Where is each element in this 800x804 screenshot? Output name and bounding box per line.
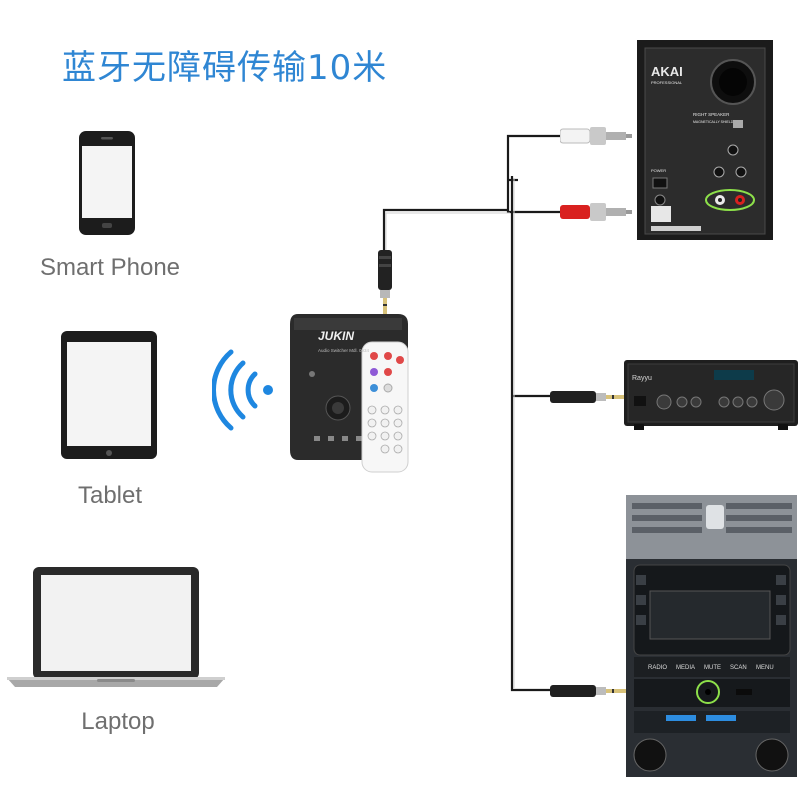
car-button-scan: SCAN bbox=[730, 665, 747, 671]
amplifier-audio-jack bbox=[550, 388, 628, 406]
speaker-panel-sub: MAGNETICALLY SHIELDED bbox=[693, 120, 739, 124]
car-button-media: MEDIA bbox=[676, 665, 695, 671]
receiver-model: Audio Switcher Mdl. 0934 bbox=[318, 348, 370, 353]
tablet-image bbox=[60, 330, 158, 460]
speaker-brand-sub: PROFESSIONAL bbox=[651, 80, 683, 85]
car-button-mute: MUTE bbox=[704, 665, 721, 671]
rca-red-plug bbox=[560, 199, 632, 225]
speaker-brand: AKAI bbox=[651, 64, 683, 79]
smartphone-image bbox=[78, 130, 136, 236]
amplifier-brand: Rayyu bbox=[632, 375, 652, 382]
receiver-brand: JUKIN bbox=[318, 329, 354, 343]
speaker-image: AKAI PROFESSIONAL RIGHT SPEAKER MAGNETIC… bbox=[637, 40, 773, 240]
car-audio-jack bbox=[550, 682, 628, 700]
rca-white-plug bbox=[559, 123, 632, 149]
wireless-signal-icon bbox=[211, 348, 276, 432]
headline: 蓝牙无障碍传输10米 bbox=[62, 48, 388, 88]
speaker-power-label: POWER bbox=[651, 168, 666, 173]
laptop-image bbox=[5, 565, 227, 690]
car-dashboard-image: RADIO MEDIA MUTE SCAN MENU bbox=[626, 495, 797, 777]
car-button-menu: MENU bbox=[756, 665, 774, 671]
speaker-panel-title: RIGHT SPEAKER bbox=[693, 112, 730, 117]
car-button-radio: RADIO bbox=[648, 665, 667, 671]
tablet-label: Tablet bbox=[77, 482, 143, 509]
bluetooth-receiver: JUKIN Audio Switcher Mdl. 0934 bbox=[288, 310, 412, 474]
smartphone-label: Smart Phone bbox=[39, 254, 181, 281]
amplifier-image: Rayyu bbox=[624, 358, 798, 432]
receiver-audio-jack bbox=[374, 250, 396, 320]
laptop-label: Laptop bbox=[81, 708, 155, 735]
